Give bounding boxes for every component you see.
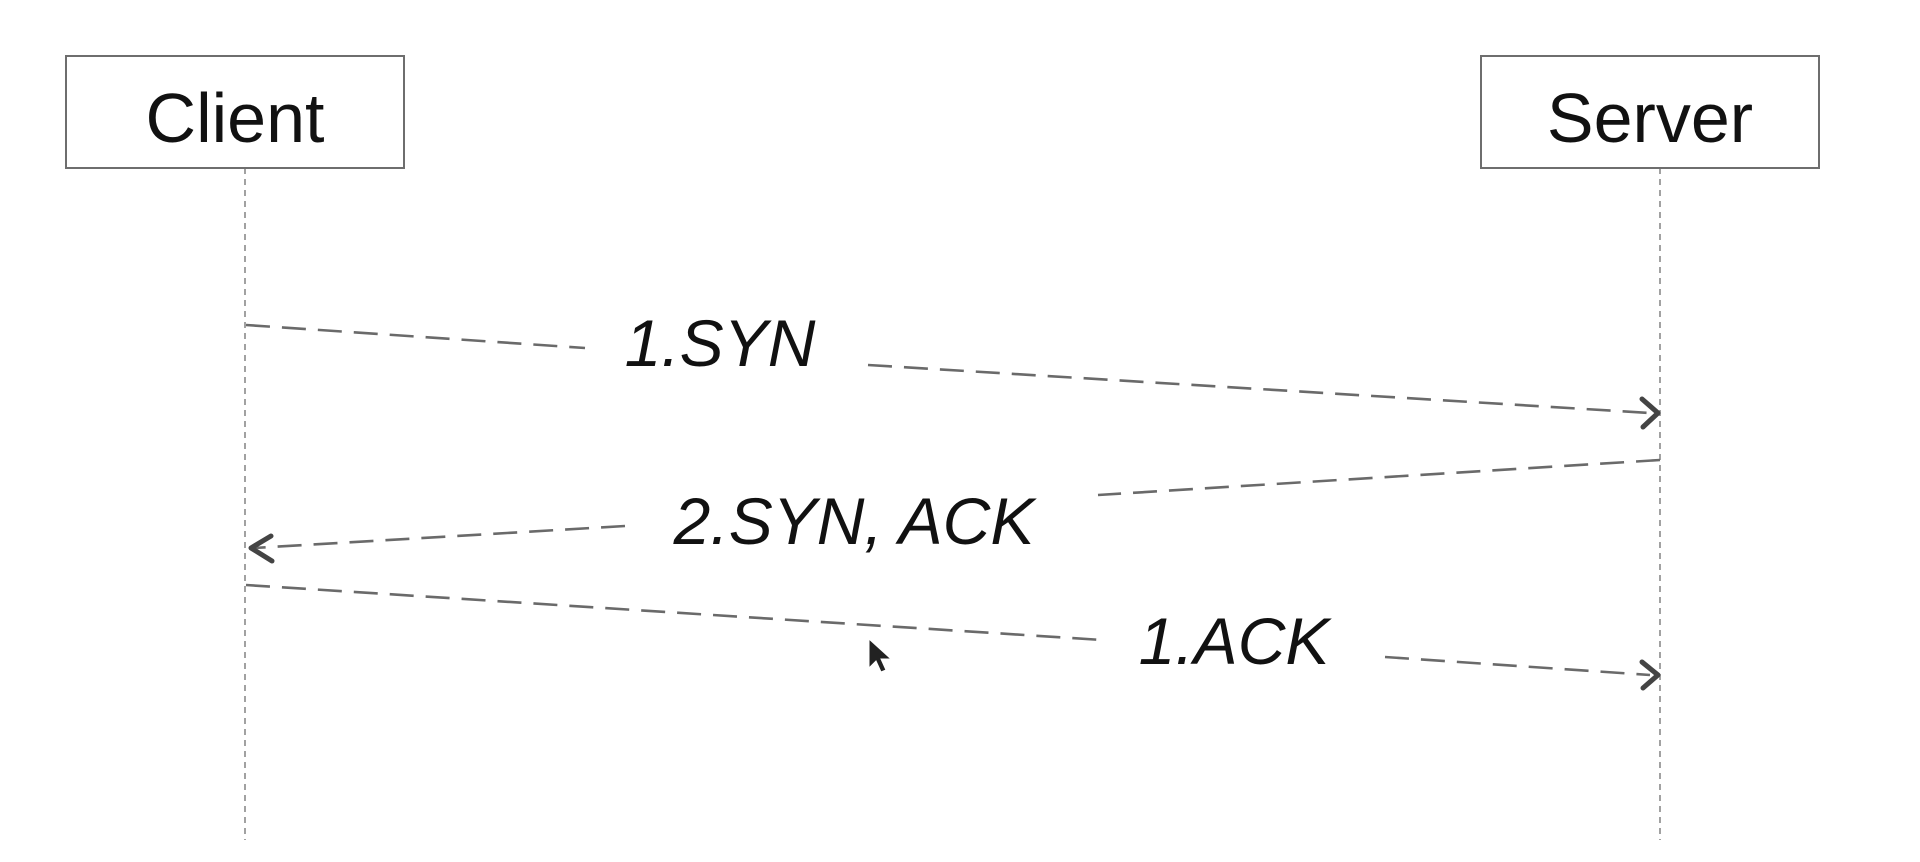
message-2-label: 2.SYN, ACK — [673, 484, 1038, 558]
message-2-line-segment-b — [253, 524, 626, 550]
message-1-label: 1.SYN — [625, 306, 816, 380]
mouse-cursor-icon — [868, 637, 893, 673]
message-1-syn: 1.SYN — [245, 306, 1661, 430]
message-2-syn-ack: 2.SYN, ACK — [248, 458, 1661, 564]
server-participant: Server — [1480, 55, 1820, 169]
message-1-line-segment-b — [867, 363, 1651, 415]
client-box — [65, 55, 405, 169]
client-participant: Client — [65, 55, 405, 169]
message-1-arrowhead-icon — [1639, 396, 1661, 430]
server-label: Server — [1547, 79, 1753, 157]
message-1-line-segment-a — [245, 323, 586, 350]
client-label: Client — [146, 79, 325, 157]
message-3-ack: 1.ACK — [245, 583, 1661, 691]
message-2-line-segment-a — [1097, 458, 1661, 497]
server-box — [1480, 55, 1820, 169]
message-3-line-segment-a — [245, 583, 1103, 642]
message-2-arrowhead-icon — [248, 533, 275, 564]
message-3-line-segment-b — [1384, 655, 1651, 677]
message-3-label: 1.ACK — [1139, 604, 1333, 678]
message-3-arrowhead-icon — [1639, 659, 1661, 691]
